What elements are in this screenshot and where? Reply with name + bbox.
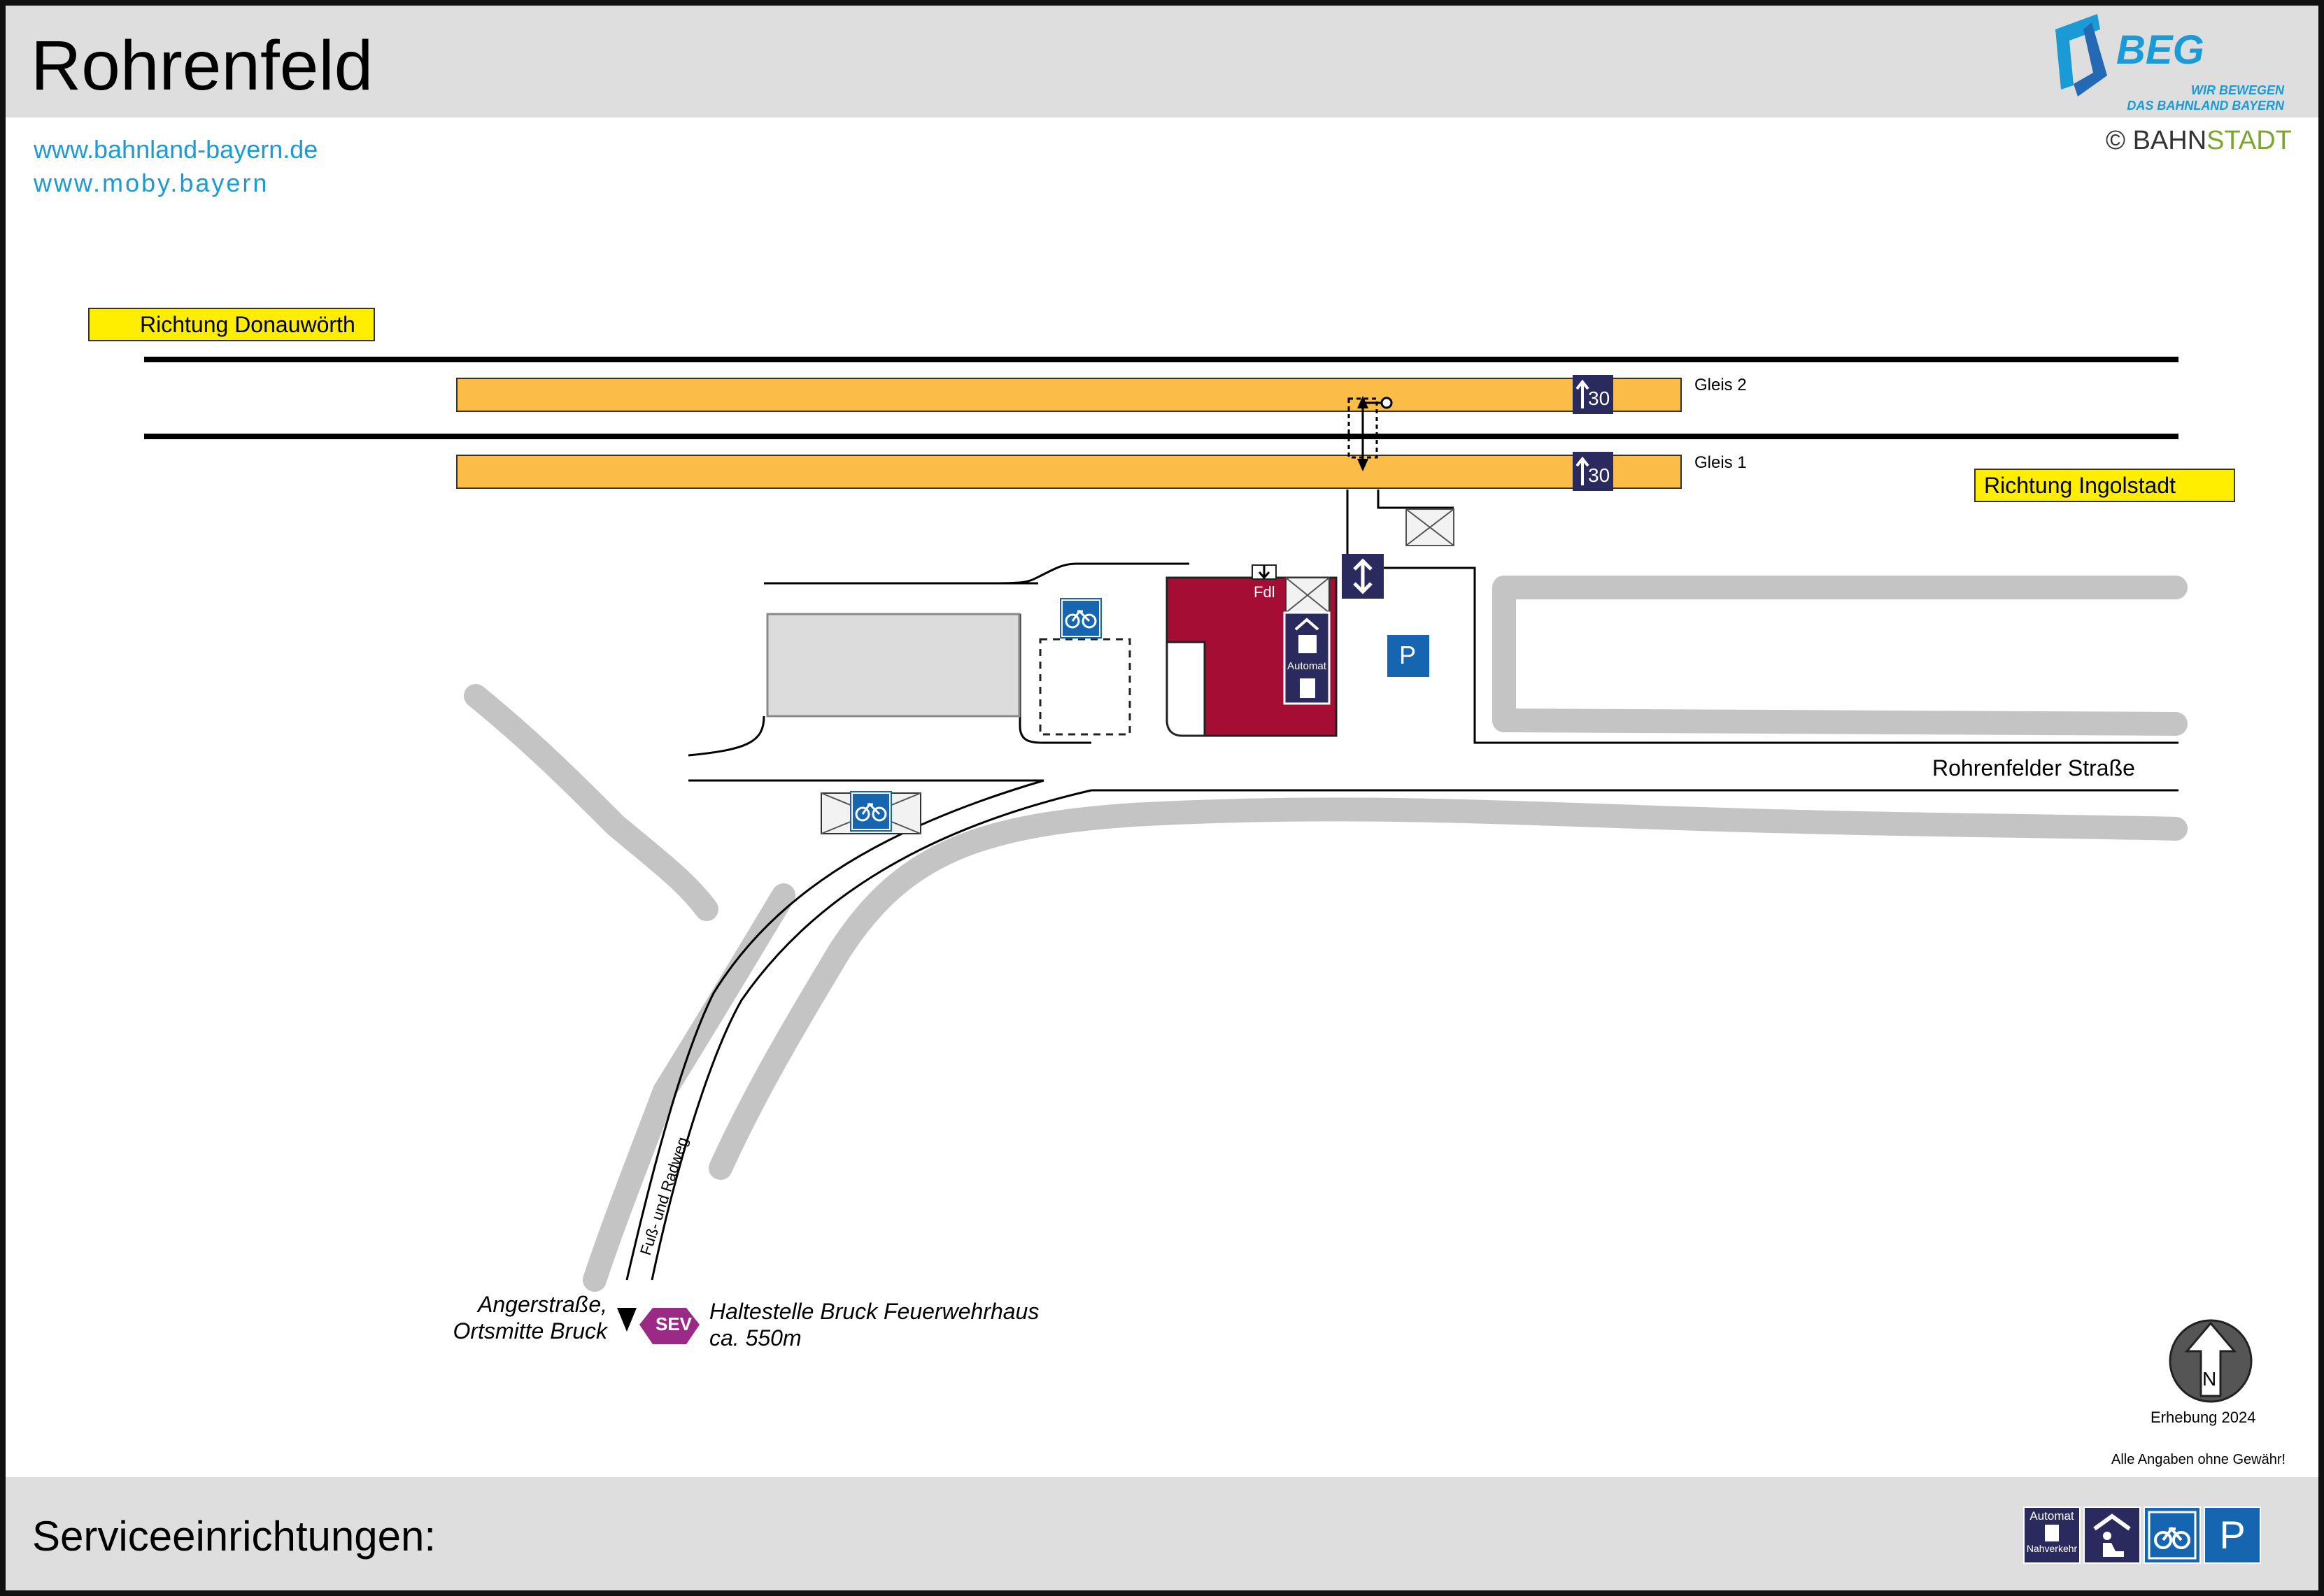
- platform-gleis-1: [456, 455, 1682, 489]
- stop-label-angerstrasse: Angerstraße, Ortsmitte Bruck: [453, 1292, 607, 1344]
- direction-sign-donauwoerth: Richtung Donauwörth: [88, 308, 375, 341]
- platform-length-label: 30: [1588, 387, 1610, 409]
- copyright-bahnstadt: © BAHNSTADT: [2106, 126, 2292, 155]
- shelter-box: [1405, 508, 1454, 546]
- north-arrow-icon: [2169, 1319, 2253, 1403]
- link-moby[interactable]: www.moby.bayern: [34, 169, 269, 197]
- header-bar: Rohrenfeld: [6, 6, 2318, 117]
- beg-logo-claim: WIR BEWEGEN DAS BAHNLAND BAYERN: [2127, 83, 2284, 113]
- survey-label: Erhebung 2024: [2151, 1409, 2256, 1426]
- waiting-shelter-icon: [2083, 1506, 2141, 1564]
- parking-label: P: [1399, 641, 1417, 669]
- bike-parking-area: [1039, 598, 1131, 736]
- ramp-icon: [1342, 554, 1384, 599]
- track-label-gleis-2: Gleis 2: [1694, 376, 1747, 394]
- sev-stop-label: Haltestelle Bruck Feuerwehrhaus ca. 550m: [709, 1299, 1040, 1351]
- platform-gleis-2: [456, 378, 1682, 412]
- direction-sign-ingolstadt: Richtung Ingolstadt: [1974, 469, 2235, 502]
- service-title: Serviceeinrichtungen:: [32, 1513, 437, 1560]
- parking-icon: [1387, 635, 1429, 677]
- ticket-machine-label: Automat: [1287, 660, 1326, 672]
- parking-icon: P: [2204, 1506, 2261, 1564]
- station-office-label: Fdl: [1254, 583, 1275, 601]
- bike-shelter-lower: [821, 791, 921, 834]
- platform-length-label: 30: [1588, 464, 1610, 486]
- footer-bar: Serviceeinrichtungen: Automat Nahverkehr…: [6, 1477, 2318, 1590]
- bike-parking-icon: [2144, 1506, 2201, 1564]
- links: www.bahnland-bayern.de www.moby.bayern: [34, 133, 318, 200]
- north-label: N: [2202, 1368, 2217, 1390]
- path-end-arrow-icon: [617, 1308, 637, 1332]
- sev-badge-icon: [639, 1308, 700, 1344]
- sev-badge-label: SEV: [656, 1313, 693, 1334]
- roads: [625, 562, 2178, 1281]
- beg-logo-icon: [2055, 14, 2107, 97]
- platform-access: [1346, 396, 2178, 744]
- station-building: [1165, 564, 1338, 737]
- street-label: Rohrenfelder Straße: [1932, 755, 2135, 781]
- beg-logo-word: BEG: [2116, 27, 2204, 73]
- tracks: [144, 357, 2178, 439]
- track-label-gleis-1: Gleis 1: [1694, 453, 1747, 472]
- platform-length-sign-icon: [1573, 375, 1613, 491]
- disclaimer-label: Alle Angaben ohne Gewähr!: [2111, 1452, 2286, 1467]
- vegetation: [464, 576, 2188, 1292]
- link-bahnland[interactable]: www.bahnland-bayern.de: [34, 135, 318, 164]
- ticket-machine-icon: Automat Nahverkehr: [2023, 1506, 2081, 1564]
- page-title: Rohrenfeld: [31, 27, 374, 105]
- building-plot: [766, 613, 1021, 718]
